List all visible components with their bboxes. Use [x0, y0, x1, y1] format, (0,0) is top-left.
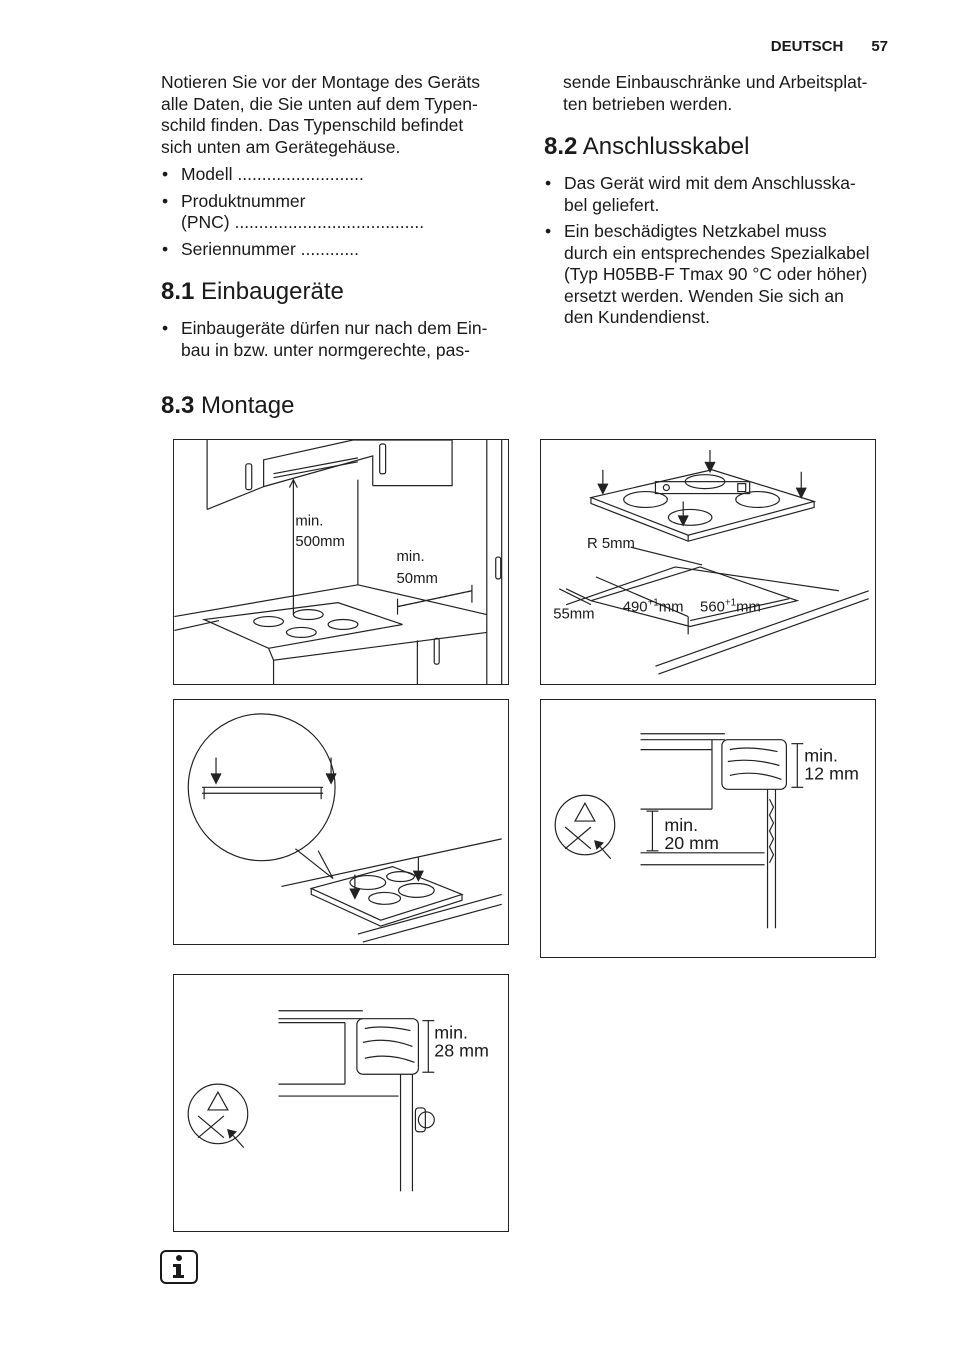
- section-number: 8.1: [161, 278, 195, 305]
- list-item: Einbaugeräte dürfen nur nach dem Ein-bau…: [161, 318, 511, 361]
- figure-cutout-dimensions: R 5mm 55mm 490+1mm 560+1mm: [540, 439, 876, 685]
- page-number: 57: [871, 38, 888, 55]
- section-heading-8-1: 8.1 Einbaugeräte: [161, 278, 511, 306]
- info-glyph-icon: [173, 1255, 184, 1278]
- value-490: 490: [623, 600, 648, 616]
- list-item-text: Modell ..........................: [181, 164, 364, 184]
- s82-list: Das Gerät wird mit dem Anschlusska-bel g…: [544, 173, 894, 329]
- list-item-serial: Seriennummer ............: [161, 239, 511, 261]
- label-r5mm: R 5mm: [587, 536, 635, 552]
- rating-data-list: Modell .......................... Produk…: [161, 164, 511, 260]
- intro-line-2: alle Daten, die Sie unten auf dem Typen-: [161, 93, 478, 114]
- list-item-text: Ein beschädigtes Netzkabel muss: [564, 221, 827, 241]
- left-column: Notieren Sie vor der Montage des Geräts …: [161, 72, 511, 366]
- insert-hob-drawing: [187, 713, 502, 943]
- section-label: DEUTSCH: [770, 38, 844, 55]
- label-490mm: 490+1mm: [623, 598, 684, 616]
- list-item-text: Produktnummer: [181, 190, 306, 211]
- section-number: 8.3: [161, 392, 195, 419]
- label-20mm: 20 mm: [664, 833, 719, 853]
- list-item-text: Einbaugeräte dürfen nur nach dem Ein-: [181, 318, 488, 338]
- list-item-text: Seriennummer ............: [181, 238, 359, 259]
- unit-mm: mm: [659, 600, 684, 616]
- label-min: min.: [804, 746, 838, 766]
- label-min: min.: [664, 815, 698, 835]
- list-item-text: Das Gerät wird mit dem Anschlusska-: [564, 173, 856, 193]
- label-55mm: 55mm: [553, 607, 594, 623]
- tolerance-sup: +1: [725, 598, 737, 609]
- section-title: Einbaugeräte: [201, 278, 344, 305]
- label-50mm: 50mm: [397, 571, 438, 587]
- continued-line-2: ten betrieben werden.: [563, 93, 733, 114]
- tolerance-sup: +1: [647, 598, 659, 609]
- clearance-12-20-drawing: min. 12 mm min. 20 mm: [554, 733, 859, 929]
- list-item-text: ersetzt werden. Wenden Sie sich an: [564, 285, 844, 306]
- right-column: sende Einbauschränke und Arbeitsplat- te…: [544, 72, 894, 334]
- list-item-model: Modell ..........................: [161, 164, 511, 186]
- section-heading-8-3: 8.3 Montage: [161, 392, 294, 420]
- section-number: 8.2: [544, 133, 578, 160]
- list-item-text: (PNC) ..................................…: [181, 212, 425, 232]
- label-500mm: 500mm: [295, 534, 345, 550]
- figure-clearance-28: min. 28 mm: [173, 974, 509, 1232]
- list-item-text: durch ein entsprechendes Spezialkabel: [564, 242, 870, 263]
- figure-clearance-12-20: min. 12 mm min. 20 mm: [540, 699, 876, 958]
- figure-insert-hob: [173, 699, 509, 945]
- cutout-dimensions-drawing: R 5mm 55mm 490+1mm 560+1mm: [553, 449, 869, 675]
- value-560: 560: [700, 600, 725, 616]
- section-heading-8-2: 8.2 Anschlusskabel: [544, 133, 894, 161]
- intro-line-3: schild finden. Das Typenschild befindet: [161, 115, 464, 135]
- section-title: Montage: [201, 392, 295, 419]
- unit-mm: mm: [736, 600, 761, 616]
- label-min: min.: [434, 1023, 468, 1043]
- list-item-text: bau in bzw. unter normgerechte, pas-: [181, 339, 470, 360]
- list-item: Das Gerät wird mit dem Anschlusska-bel g…: [544, 173, 894, 216]
- info-icon: [160, 1250, 198, 1284]
- kitchen-clearance-drawing: min. 500mm min. 50mm: [174, 440, 503, 684]
- list-item-text: bel geliefert.: [564, 194, 660, 215]
- label-12mm: 12 mm: [804, 763, 859, 783]
- list-item-text: (Typ H05BB-F Tmax 90 °C oder höher): [564, 264, 868, 284]
- intro-line-1: Notieren Sie vor der Montage des Geräts: [161, 72, 481, 92]
- intro-line-4: sich unten am Gerätegehäuse.: [161, 136, 401, 157]
- page-header: DEUTSCH 57: [771, 38, 888, 55]
- label-min: min.: [295, 513, 323, 529]
- continued-line-1: sende Einbauschränke und Arbeitsplat-: [563, 72, 868, 92]
- label-560mm: 560+1mm: [700, 598, 761, 616]
- s81-list: Einbaugeräte dürfen nur nach dem Ein-bau…: [161, 318, 511, 361]
- clearance-28-drawing: min. 28 mm: [187, 1010, 489, 1192]
- label-28mm: 28 mm: [434, 1040, 489, 1060]
- label-min: min.: [397, 549, 425, 565]
- list-item-pnc: Produktnummer(PNC) .....................…: [161, 191, 511, 234]
- figure-kitchen-clearance: min. 500mm min. 50mm: [173, 439, 509, 685]
- section-title: Anschlusskabel: [582, 133, 750, 160]
- list-item-text: den Kundendienst.: [564, 307, 710, 327]
